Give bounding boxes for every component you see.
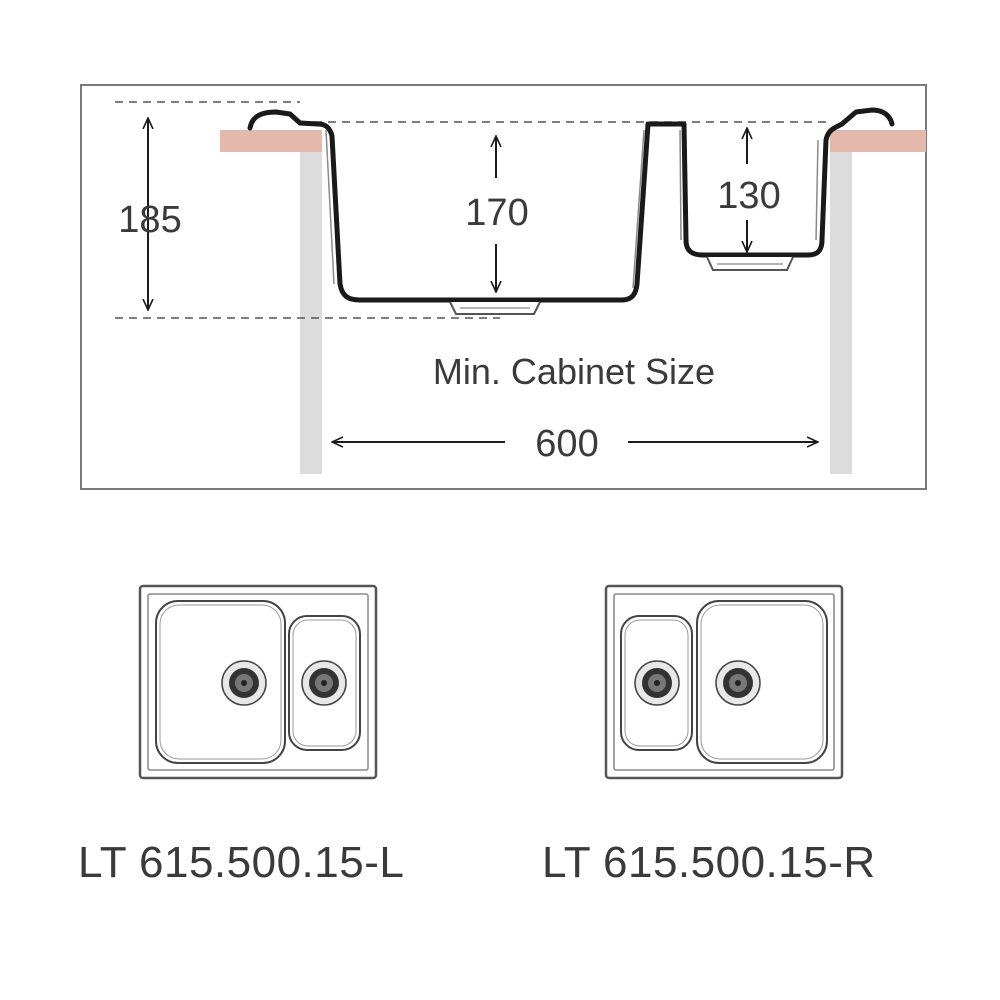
sink-inner-wall-main (325, 129, 645, 289)
drain-icon (241, 680, 247, 686)
sink-bowl-large (696, 600, 828, 764)
model-label-right: LT 615.500.15-R (542, 838, 876, 887)
sink-bowl-small (288, 615, 361, 751)
countertop-right (830, 130, 926, 152)
model-label-left: LT 615.500.15-L (78, 838, 405, 887)
sink-frame-inner (613, 593, 835, 771)
dimension-label-170: 170 (465, 192, 528, 234)
sink-top-view-right (604, 584, 844, 780)
drain-icon (735, 680, 741, 686)
dimension-label-130: 130 (717, 175, 780, 217)
sink-bowl-large (155, 600, 286, 764)
sink-frame-inner (147, 593, 369, 771)
drain-icon (321, 680, 327, 686)
dimension-label-185: 185 (118, 199, 181, 241)
sink-bowl-large-inner (159, 604, 282, 760)
dimension-label-600: 600 (535, 423, 598, 465)
sink-bowl-small-inner (624, 619, 689, 747)
sink-top-view-left (138, 584, 378, 780)
sink-bowl-large-inner (700, 604, 824, 760)
cabinet-size-label: Min. Cabinet Size (433, 351, 715, 392)
cross-section-frame (80, 84, 927, 490)
countertop-left (220, 130, 322, 152)
sink-bowl-small-inner (292, 619, 357, 747)
cabinet-wall-left (300, 150, 322, 474)
sink-inner-wall-small (679, 129, 819, 241)
cabinet-wall-right (830, 150, 852, 474)
drain-icon (654, 680, 660, 686)
sink-bowl-small (620, 615, 693, 751)
sink-profile (247, 107, 895, 303)
